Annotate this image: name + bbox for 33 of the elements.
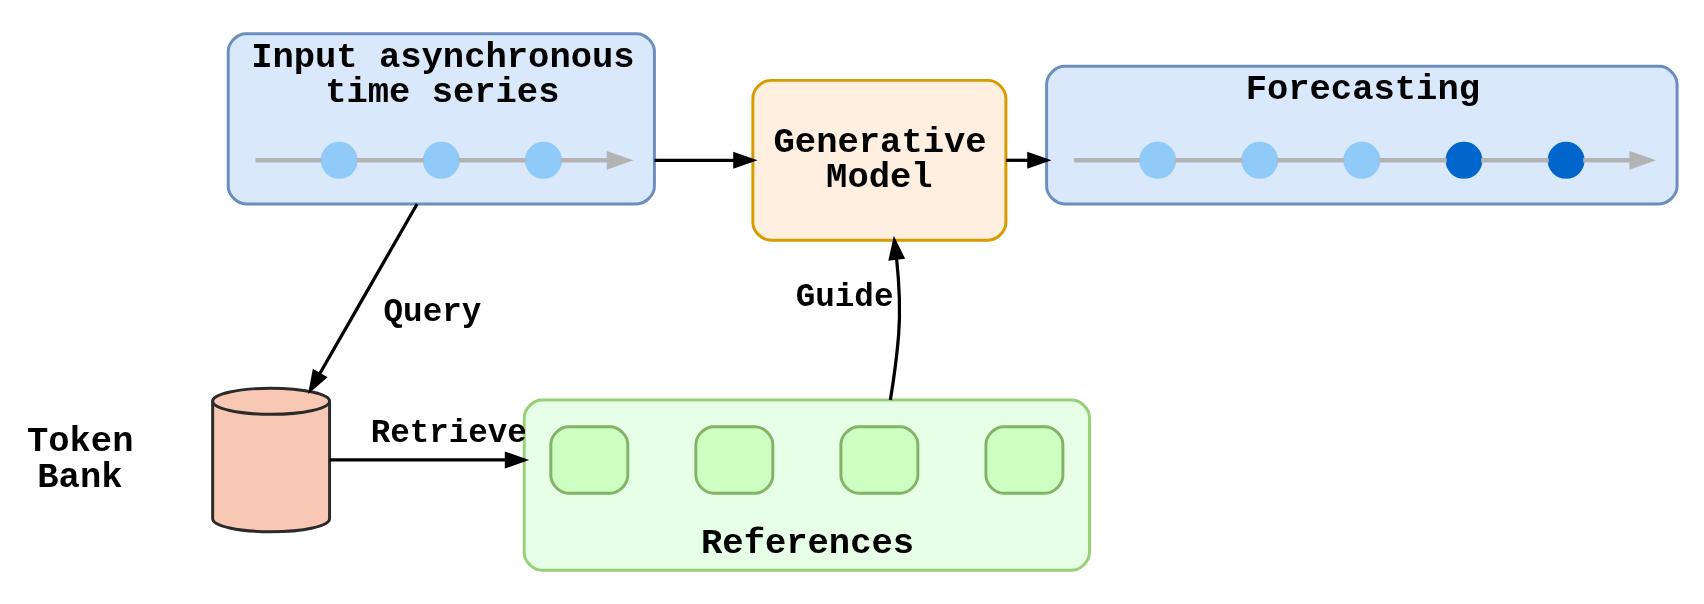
node-circle (1139, 141, 1177, 179)
connector (1073, 158, 1140, 163)
arrow (1583, 150, 1657, 170)
cluster: Input asynchronous time series (226, 32, 656, 206)
arrow (329, 451, 530, 469)
node-circle (1547, 141, 1585, 179)
arrow (560, 150, 634, 170)
connector (255, 158, 322, 163)
node-box (984, 425, 1065, 495)
node-box (549, 425, 630, 495)
node-box (694, 425, 775, 495)
edge-label: Guide (795, 279, 894, 317)
node-box: Generative Model (751, 78, 1008, 242)
node-label: Token Bank (26, 421, 134, 498)
edge-label: Query (383, 294, 482, 332)
node-circle (1241, 141, 1279, 179)
connector (1174, 158, 1243, 163)
connector (1481, 158, 1549, 163)
node-circle (524, 141, 562, 179)
node-box (839, 425, 920, 495)
node-circle (1445, 141, 1483, 179)
arrow (888, 235, 906, 401)
connector (1379, 158, 1447, 163)
node-circle (422, 141, 460, 179)
connector (1276, 158, 1345, 163)
arrow (308, 203, 419, 395)
arrow (654, 151, 758, 169)
cluster: Forecasting (1045, 64, 1679, 206)
arrow (1006, 151, 1052, 169)
connector (458, 158, 527, 163)
node-circle (1343, 141, 1381, 179)
node-circle (320, 141, 358, 179)
connector (356, 158, 425, 163)
